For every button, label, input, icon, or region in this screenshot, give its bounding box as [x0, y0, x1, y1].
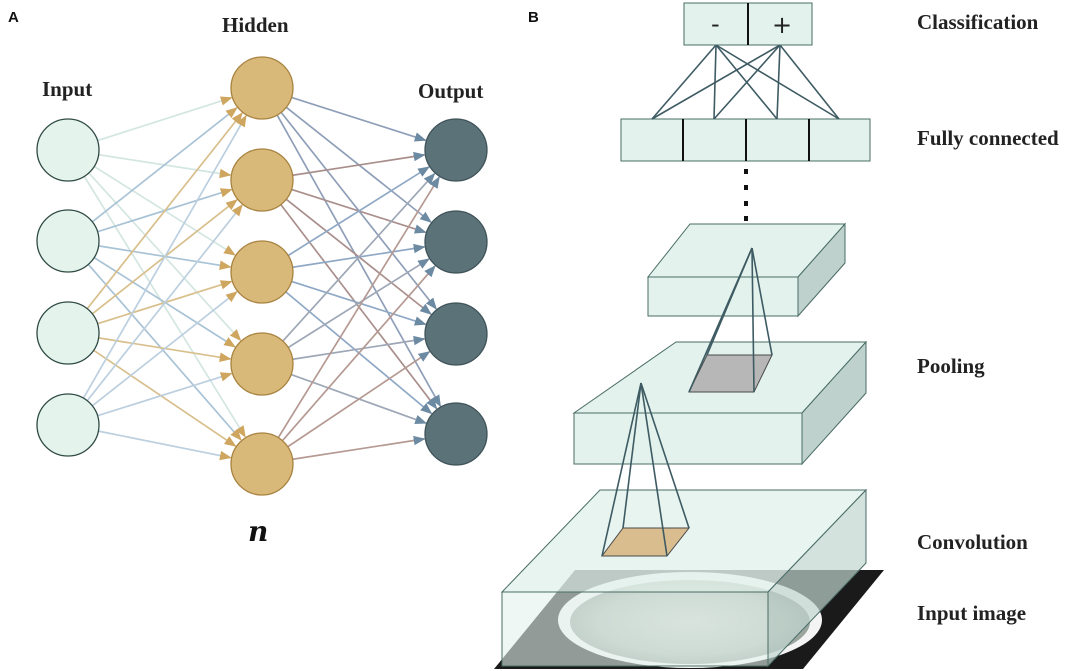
fc-unit [808, 118, 871, 162]
input-hidden-edge [97, 96, 233, 142]
hidden-node [230, 332, 294, 396]
negative-class-box [683, 2, 749, 46]
input-hidden-edges [82, 96, 247, 461]
input-hidden-edge [98, 430, 232, 461]
hidden-node [230, 432, 294, 496]
hidden-output-edges [276, 96, 442, 461]
hidden-output-edge [287, 166, 430, 257]
fc-unit [682, 118, 747, 162]
output-node [424, 118, 488, 182]
fc-unit [620, 118, 684, 162]
feature-slab-front [647, 276, 799, 317]
hidden-node [230, 148, 294, 212]
input-hidden-edge [97, 372, 233, 417]
label-classification: Classification [917, 10, 1039, 34]
fully-connected-layer [620, 118, 871, 162]
output-node [424, 210, 488, 274]
label-fully-connected: Fully connected [917, 126, 1059, 150]
input-hidden-edge [86, 204, 243, 402]
convolution-slab [500, 488, 868, 668]
input-hidden-edge [87, 263, 242, 441]
hidden-output-edge [281, 265, 436, 442]
hidden-output-edge [276, 114, 442, 408]
panel-b-letter: B [528, 9, 539, 26]
input-hidden-edge [91, 107, 238, 223]
hidden-output-edge [277, 176, 440, 439]
feature-slab [646, 222, 847, 318]
input-hidden-edge [93, 349, 237, 447]
hidden-node [230, 56, 294, 120]
network-nodes [36, 56, 488, 496]
output-layer-title: Output [418, 79, 483, 103]
output-node [424, 302, 488, 366]
input-hidden-edge [82, 114, 247, 399]
conv-projection-lines [601, 382, 690, 557]
conv-slab-front [501, 591, 769, 667]
hidden-layer-title: Hidden [222, 13, 289, 37]
label-input-image: Input image [917, 601, 1026, 625]
input-hidden-edge [83, 175, 246, 438]
hidden-node [230, 240, 294, 304]
classification-layer: - + [683, 2, 813, 46]
hidden-output-edge [292, 335, 426, 361]
hidden-output-edge [287, 258, 430, 349]
negative-class-label: - [711, 10, 720, 38]
pool-projection-lines [688, 247, 773, 393]
input-node [36, 209, 100, 273]
hidden-output-edge [287, 351, 431, 448]
input-hidden-edge [86, 112, 243, 310]
classification-connections [651, 44, 840, 120]
ellipsis-dots [744, 169, 748, 221]
input-node [36, 301, 100, 365]
fc-unit [745, 118, 810, 162]
hidden-output-edge [292, 151, 426, 177]
output-node [424, 402, 488, 466]
input-hidden-edge [91, 291, 238, 407]
hidden-output-edge [292, 435, 426, 461]
input-node [36, 393, 100, 457]
input-node [36, 118, 100, 182]
label-pooling: Pooling [917, 354, 985, 378]
hidden-output-edge [291, 96, 427, 142]
positive-class-label: + [772, 11, 792, 39]
input-layer-title: Input [42, 77, 92, 101]
positive-class-box [747, 2, 813, 46]
hidden-layers-label: n [248, 515, 268, 548]
label-convolution: Convolution [917, 530, 1028, 554]
hidden-output-edge [282, 172, 436, 342]
pool-slab-front [573, 412, 803, 465]
pooling-slab [572, 340, 868, 466]
panel-a-letter: A [8, 9, 19, 26]
